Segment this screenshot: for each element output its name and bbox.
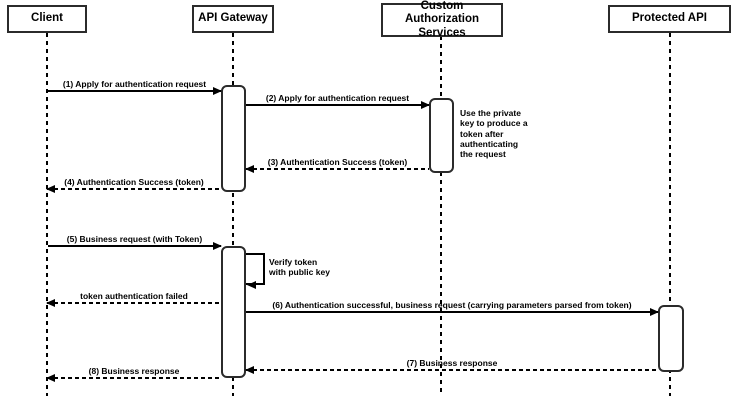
message-4-line	[47, 188, 221, 190]
message-2-line	[246, 104, 429, 106]
message-5-line	[48, 245, 221, 247]
actor-label-api-gateway: API Gateway	[198, 12, 268, 25]
message-5-label: (5) Business request (with Token)	[66, 234, 203, 244]
message-6-label: (6) Authentication successful, business …	[272, 300, 632, 310]
actor-label-protected-api: Protected API	[632, 12, 707, 25]
message-6-authentication-successful-business-request: (6) Authentication successful, business …	[246, 299, 659, 316]
actor-label-custom-authorization-services: Custom Authorization Services	[404, 0, 480, 39]
arrowhead-icon	[46, 374, 55, 382]
actor-box-api-gateway: API Gateway	[192, 5, 274, 33]
message-4-label: (4) Authentication Success (token)	[64, 177, 204, 187]
actor-label-client: Client	[31, 12, 63, 25]
activation-protected-api	[658, 305, 684, 372]
message-7-business-response: (7) Business response	[245, 357, 658, 374]
arrowhead-icon	[245, 366, 254, 374]
arrowhead-icon	[213, 242, 222, 250]
actor-box-client: Client	[7, 5, 87, 33]
message-3-authentication-success: (3) Authentication Success (token)	[245, 156, 429, 173]
actor-box-protected-api: Protected API	[608, 5, 731, 33]
message-token-failed-label: token authentication failed	[80, 291, 188, 301]
arrowhead-icon	[247, 281, 256, 289]
arrowhead-icon	[650, 308, 659, 316]
activation-custom-authorization-services	[429, 98, 454, 173]
message-2-apply-authentication-request: (2) Apply for authentication request	[246, 92, 430, 109]
arrowhead-icon	[213, 87, 222, 95]
message-8-line	[47, 377, 221, 379]
message-1-label: (1) Apply for authentication request	[62, 79, 207, 89]
lifeline-custom-authorization-services	[440, 36, 442, 396]
message-7-line	[246, 369, 658, 371]
message-3-label: (3) Authentication Success (token)	[267, 157, 408, 167]
message-3-line	[246, 168, 429, 170]
lifeline-api-gateway	[232, 33, 234, 396]
arrowhead-icon	[46, 185, 55, 193]
message-1-line	[48, 90, 221, 92]
lifeline-protected-api	[669, 33, 671, 396]
message-5-business-request: (5) Business request (with Token)	[48, 233, 222, 250]
actor-box-custom-authorization-services: Custom Authorization Services	[381, 0, 503, 39]
activation-api-gateway-2	[221, 246, 246, 378]
self-message-verify-token-label: Verify token with public key	[269, 257, 330, 278]
arrowhead-icon	[245, 165, 254, 173]
arrowhead-icon	[421, 101, 430, 109]
activation-api-gateway-1	[221, 85, 246, 192]
message-token-authentication-failed: token authentication failed	[46, 290, 221, 307]
arrowhead-icon	[46, 299, 55, 307]
note-use-private-key: Use the private key to produce a token a…	[460, 108, 528, 160]
lifeline-client	[46, 33, 48, 396]
message-7-label: (7) Business response	[406, 358, 498, 368]
message-8-label: (8) Business response	[88, 366, 180, 376]
message-8-business-response: (8) Business response	[46, 365, 221, 382]
message-4-authentication-success: (4) Authentication Success (token)	[46, 176, 221, 193]
message-token-failed-line	[47, 302, 221, 304]
message-6-line	[246, 311, 658, 313]
message-1-apply-authentication-request: (1) Apply for authentication request	[48, 78, 222, 95]
message-2-label: (2) Apply for authentication request	[265, 93, 410, 103]
